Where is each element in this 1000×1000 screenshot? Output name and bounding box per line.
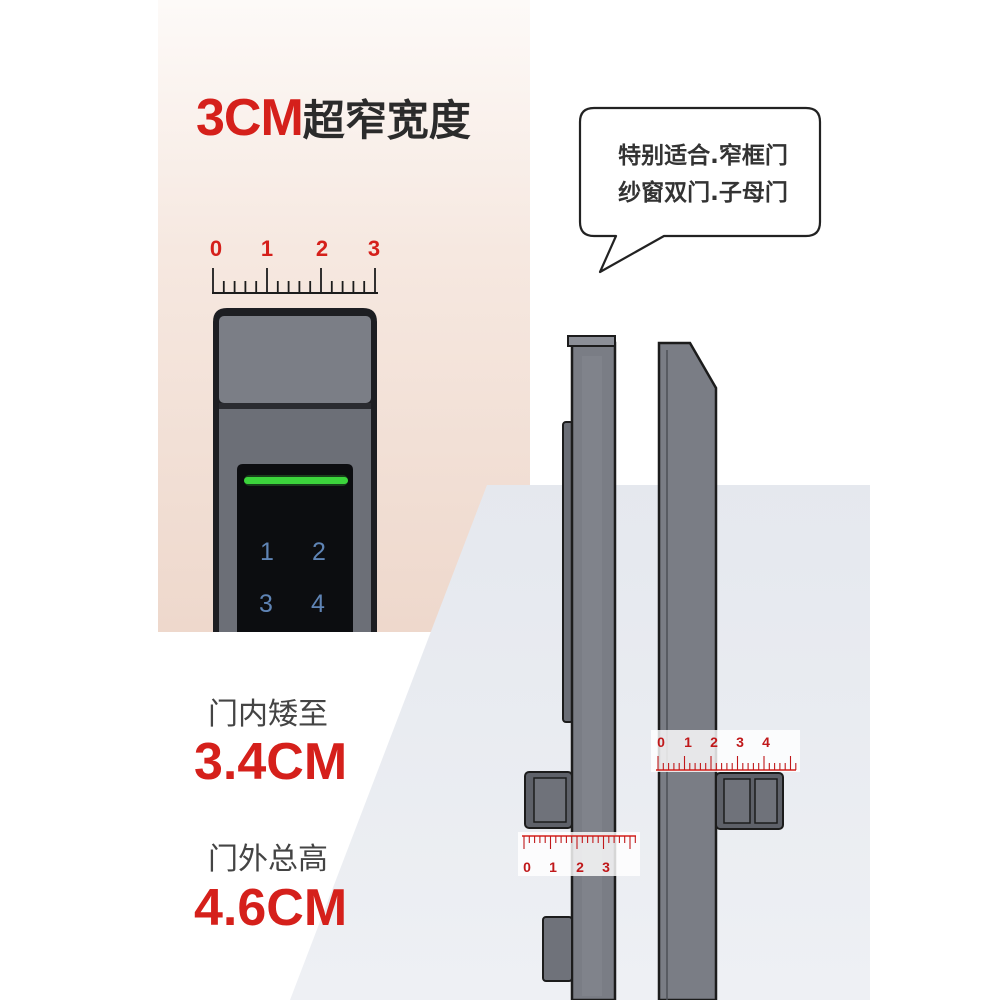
status-light-bar (244, 477, 348, 484)
keypad-key-4: 4 (311, 590, 325, 618)
ruler-top-label-2: 2 (316, 236, 328, 261)
ruler-ru-label-1: 1 (684, 734, 692, 750)
keypad-key-3: 3 (259, 590, 273, 618)
ruler-top: 0 1 2 3 (210, 236, 380, 294)
ruler-ru-label-3: 3 (736, 734, 744, 750)
headline-text: 超窄宽度 (302, 96, 471, 145)
headline-number: 3CM (196, 89, 304, 147)
ruler-ru-label-0: 0 (657, 734, 665, 750)
ruler-rl-label-3: 3 (602, 859, 610, 875)
ruler-right-upper: 0 1 2 3 4 (651, 730, 800, 772)
ruler-right-lower: 0 1 2 3 (518, 832, 640, 876)
spec-outer-label: 门外总高 (208, 842, 328, 877)
spec-inner-value: 3.4CM (194, 733, 348, 791)
speech-bubble (578, 106, 822, 274)
keypad-key-1: 1 (260, 538, 274, 566)
ruler-rl-label-1: 1 (549, 859, 557, 875)
spec-outer-value: 4.6CM (194, 879, 348, 937)
outer-lock-profile (657, 341, 784, 1000)
keypad-key-2: 2 (312, 538, 326, 566)
ruler-top-label-0: 0 (210, 236, 222, 261)
ruler-top-label-1: 1 (261, 236, 273, 261)
outer-handle (715, 772, 784, 830)
headline: 3CM超窄宽度 (196, 92, 471, 144)
inner-bottom-knob (542, 916, 573, 982)
ruler-ru-label-4: 4 (762, 734, 770, 750)
ruler-rl-label-0: 0 (523, 859, 531, 875)
bubble-line-1: 特别适合.窄框门 (618, 143, 788, 169)
inner-lock-profile (524, 335, 617, 1000)
bubble-line-2: 纱窗双门.子母门 (618, 180, 788, 206)
front-lock-panel (213, 308, 377, 632)
inner-handle (524, 771, 573, 829)
spec-inner-label: 门内矮至 (208, 697, 328, 732)
ruler-rl-label-2: 2 (576, 859, 584, 875)
ruler-ru-label-2: 2 (710, 734, 718, 750)
ruler-top-label-3: 3 (368, 236, 380, 261)
